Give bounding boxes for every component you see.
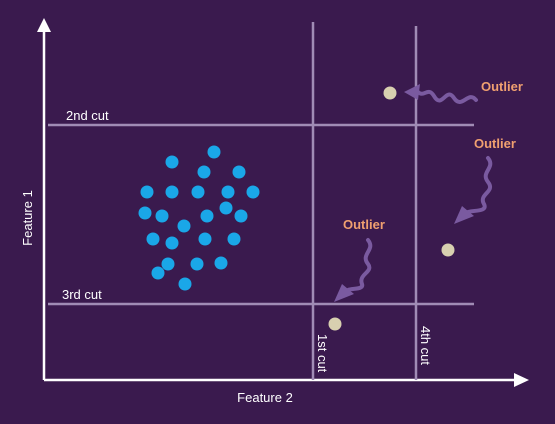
cluster-point [219, 201, 233, 215]
x-axis-arrowhead [514, 373, 529, 387]
cluster-point [246, 185, 260, 199]
cut-label-4th: 4th cut [418, 326, 433, 365]
y-axis-label: Feature 1 [20, 190, 35, 246]
outlier-labels: Outlier Outlier Outlier [343, 79, 523, 232]
cut-label-3rd: 3rd cut [62, 287, 102, 302]
cluster-point [165, 155, 179, 169]
outlier-label-right: Outlier [474, 136, 516, 151]
cluster-point [227, 232, 241, 246]
cluster-point [140, 185, 154, 199]
squiggle-arrowhead-top [404, 84, 420, 100]
squiggle-arrow-top [416, 89, 478, 104]
cluster-point [177, 219, 191, 233]
cut-label-1st: 1st cut [315, 334, 330, 373]
outlier-point [383, 86, 397, 100]
cluster-point [190, 257, 204, 271]
squiggle-arrowhead-bottom [334, 284, 354, 302]
cluster-point [146, 232, 160, 246]
cut-labels: 2nd cut 3rd cut 1st cut 4th cut [62, 108, 433, 373]
y-axis-arrowhead [37, 18, 51, 32]
x-axis-label: Feature 2 [237, 390, 293, 405]
cluster-point [155, 209, 169, 223]
outlier-point [441, 243, 455, 257]
outlier-point [328, 317, 342, 331]
cluster-point [234, 209, 248, 223]
cluster-point [138, 206, 152, 220]
squiggle-arrows [334, 84, 493, 302]
cut-label-2nd: 2nd cut [66, 108, 109, 123]
cluster-points [138, 145, 260, 291]
cluster-point [207, 145, 221, 159]
squiggle-arrow-right [466, 156, 493, 214]
cluster-point [165, 236, 179, 250]
outlier-label-top: Outlier [481, 79, 523, 94]
outlier-points [328, 86, 455, 331]
cluster-point [165, 185, 179, 199]
cluster-point [221, 185, 235, 199]
cut-lines [48, 22, 474, 380]
outlier-label-bottom: Outlier [343, 217, 385, 232]
cluster-point [198, 232, 212, 246]
squiggle-arrow-bottom [346, 238, 373, 292]
axes: Feature 2 Feature 1 [20, 18, 529, 405]
cluster-point [232, 165, 246, 179]
cluster-point [178, 277, 192, 291]
cluster-point [214, 256, 228, 270]
cluster-point [197, 165, 211, 179]
cluster-point [151, 266, 165, 280]
squiggle-arrowhead-right [454, 206, 474, 224]
cluster-point [200, 209, 214, 223]
cluster-point [161, 257, 175, 271]
cluster-point [191, 185, 205, 199]
